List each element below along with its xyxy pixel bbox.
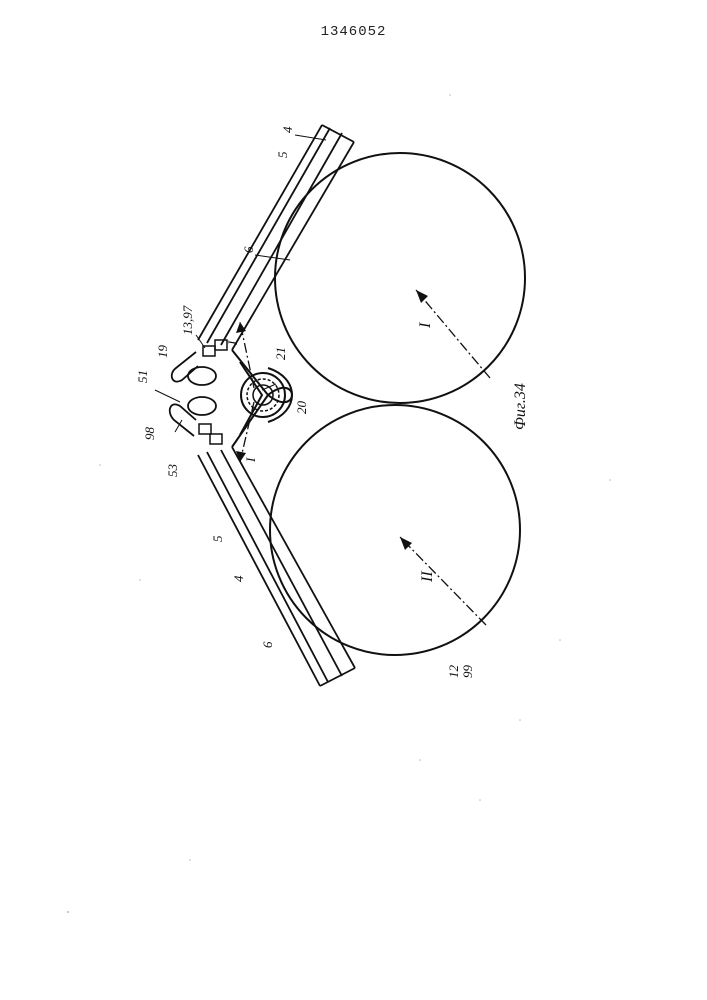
clamp-blocks [199, 340, 227, 444]
scan-specks [67, 94, 611, 913]
label-51: 51 [135, 370, 150, 383]
roller-top [275, 153, 525, 403]
label-II-roller: II [419, 571, 436, 583]
label-6-top: 6 [241, 246, 256, 253]
label-4-bottom: 4 [231, 575, 246, 582]
lower-belt [198, 447, 355, 686]
roller-bottom [270, 405, 520, 655]
label-53: 53 [165, 464, 180, 478]
label-99: 99 [460, 665, 475, 679]
trough-cover [268, 368, 292, 422]
label-4-top: 4 [280, 126, 295, 133]
label-I-bottom: I [243, 457, 258, 463]
label-I-roller: I [417, 322, 434, 329]
label-98: 98 [142, 427, 157, 441]
figure-caption: Фиг.34 [512, 383, 529, 430]
label-13-97: 13,97 [180, 305, 195, 335]
label-6-bottom: 6 [260, 641, 275, 648]
label-5-bottom: 5 [210, 535, 225, 542]
label-12: 12 [446, 665, 461, 679]
label-20: 20 [294, 401, 309, 415]
label-19: 19 [155, 345, 170, 359]
label-5-top: 5 [275, 151, 290, 158]
label-21: 21 [273, 347, 288, 360]
label-I-top: I [225, 340, 240, 346]
arrow-heads [236, 290, 428, 550]
